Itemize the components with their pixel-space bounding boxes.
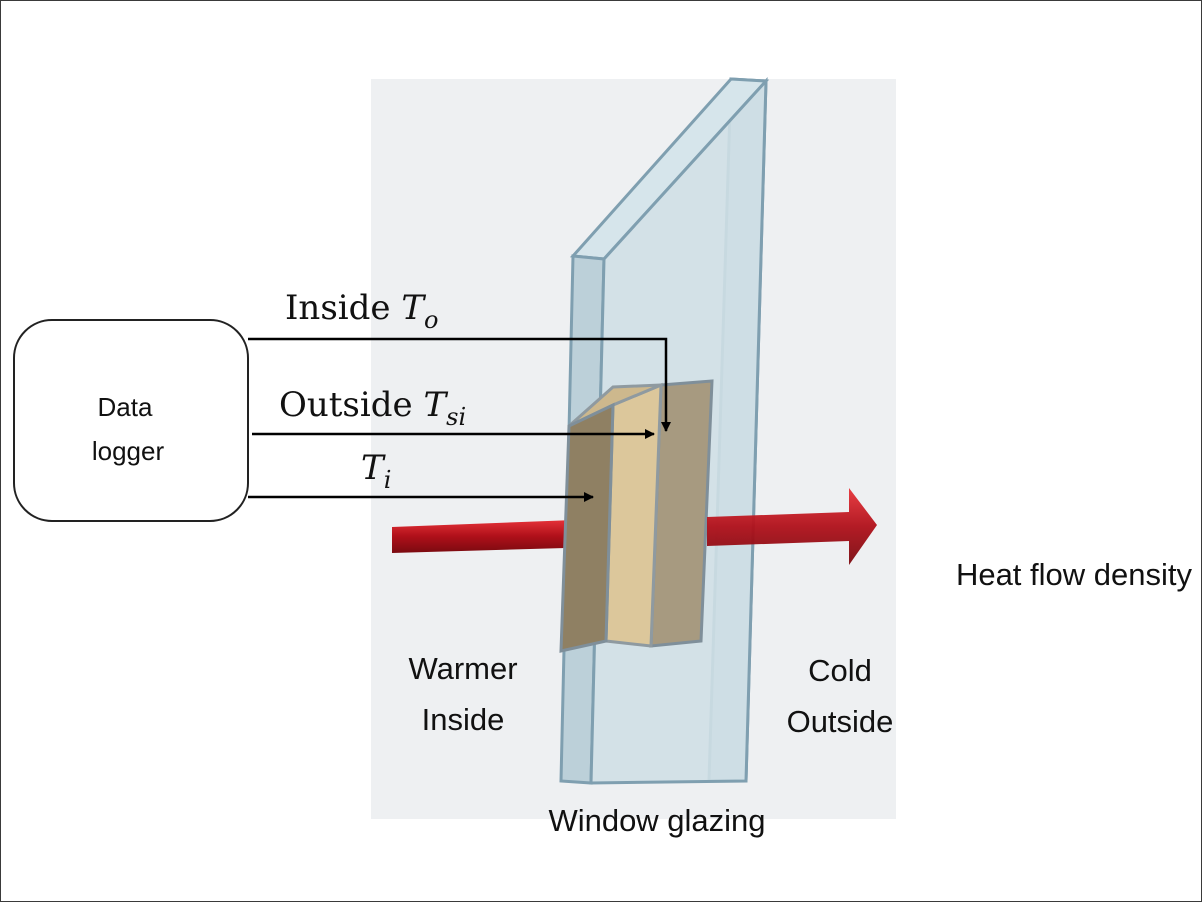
wire-inside-to — [248, 337, 671, 432]
heat-flow-arrow-outside — [707, 488, 877, 565]
data-logger-label-line1: Data — [98, 392, 153, 422]
label-warmer-inside-line1: Warmer — [408, 651, 517, 686]
label-window-glazing: Window glazing — [548, 803, 765, 838]
label-outside-tsi: Outside Tsi — [279, 385, 466, 431]
label-inside-to: Inside To — [285, 288, 438, 334]
label-cold-outside-line1: Cold — [808, 653, 872, 688]
label-ti: Ti — [361, 448, 391, 494]
data-logger-label-line2: logger — [92, 436, 165, 466]
label-cold-outside-line2: Outside — [787, 704, 894, 739]
label-warmer-inside-line2: Inside — [422, 702, 505, 737]
label-heat-flow-density: Heat flow density — [956, 557, 1193, 592]
sensor-left-face — [559, 402, 615, 653]
sensor-middle-face — [604, 382, 663, 648]
data-logger-box — [13, 319, 249, 522]
heat-flow-arrow-inside — [392, 519, 601, 553]
